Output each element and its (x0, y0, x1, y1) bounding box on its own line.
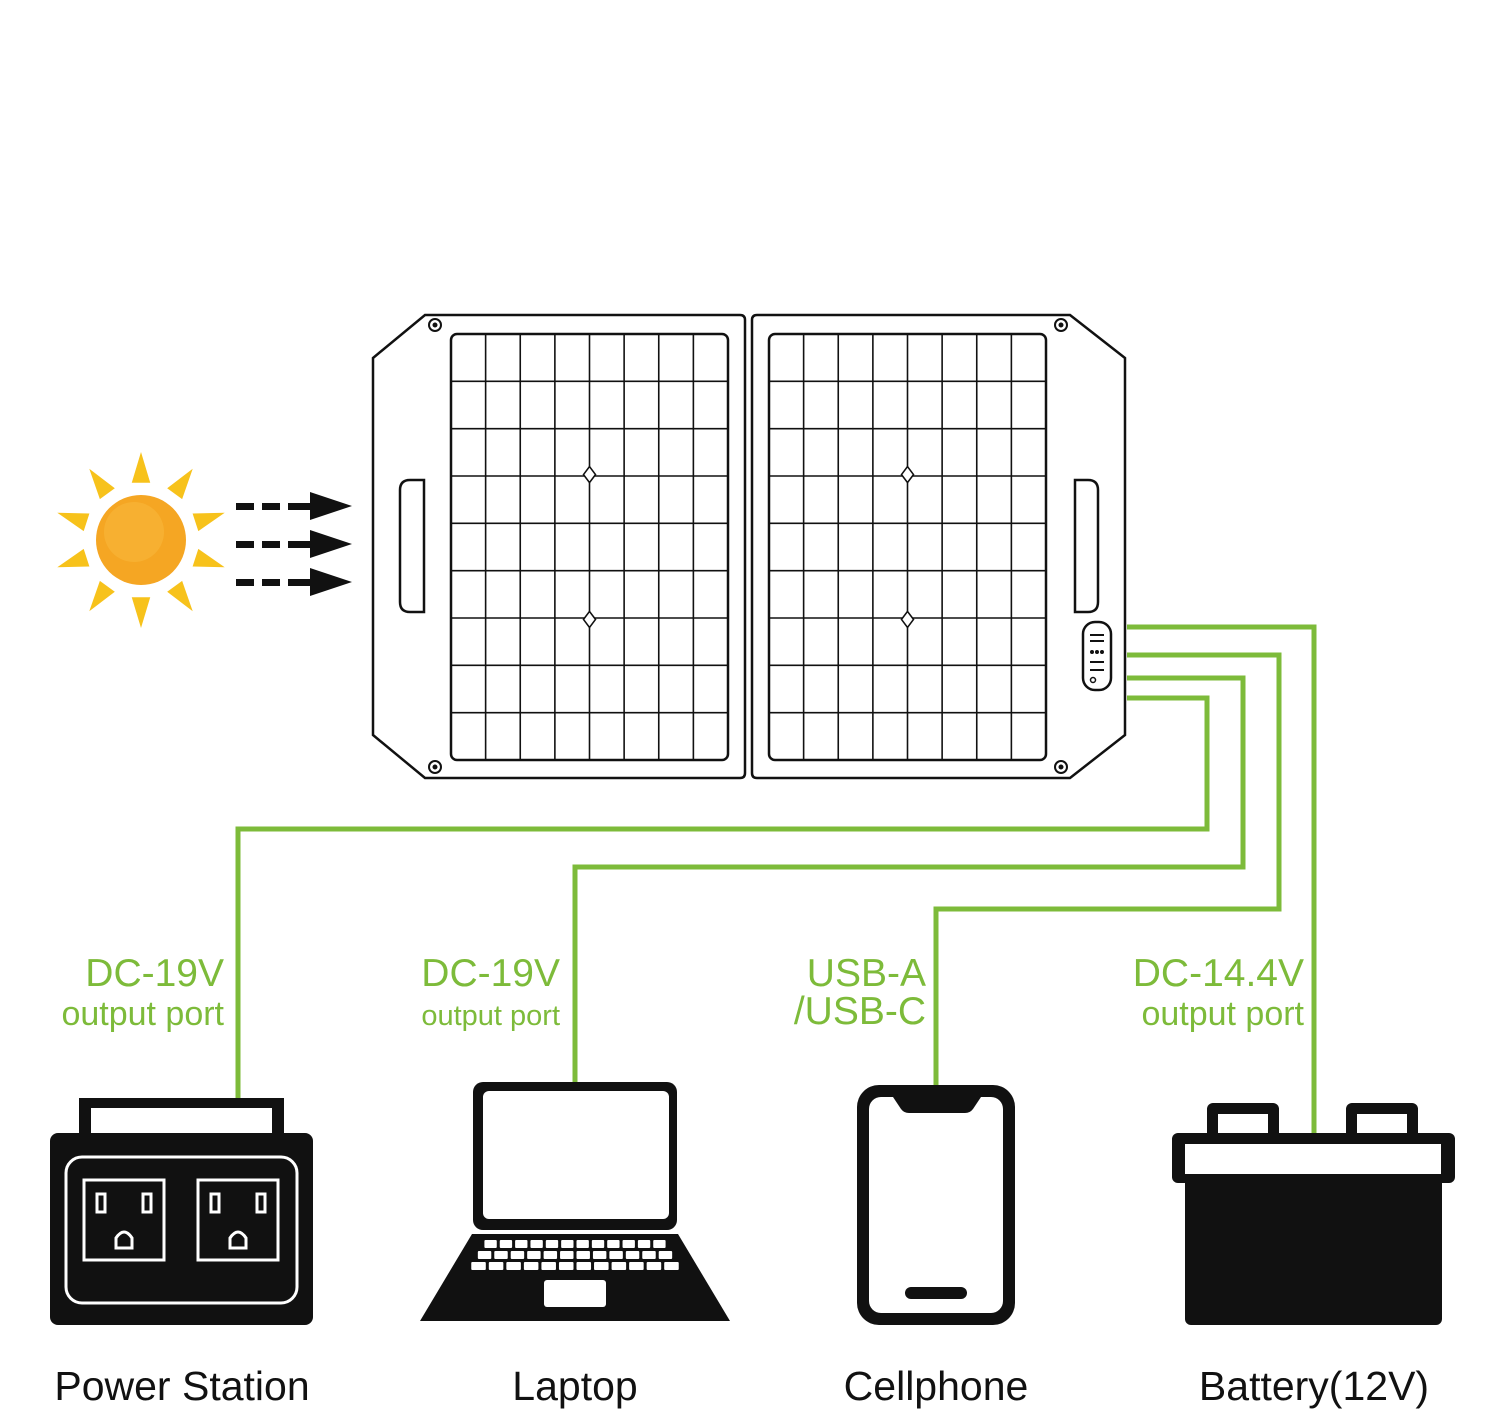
laptop-icon (420, 1082, 730, 1321)
port-label-line2: output port (421, 1000, 560, 1032)
power-station-icon (50, 1098, 313, 1325)
device-name-battery: Battery(12V) (1199, 1363, 1429, 1409)
cellphone-icon (857, 1085, 1015, 1325)
port-label-line2: /USB-C (794, 990, 926, 1033)
device-name-power-station: Power Station (54, 1363, 309, 1409)
port-label-battery: DC-14.4V output port (1133, 952, 1305, 1033)
port-label-line2: output port (1141, 995, 1304, 1033)
solar-panel-icon (371, 313, 1127, 780)
port-label-line2: output port (61, 995, 224, 1033)
light-arrows-icon (236, 492, 352, 596)
port-label-power-station: DC-19V output port (61, 952, 224, 1033)
wire-laptop (572, 675, 1246, 1085)
device-name-cellphone: Cellphone (844, 1363, 1029, 1409)
port-label-line1: DC-19V (421, 952, 560, 995)
port-label-line1: DC-19V (85, 952, 224, 995)
wire-battery (1127, 624, 1317, 1133)
device-name-laptop: Laptop (512, 1363, 637, 1409)
port-label-laptop: DC-19V output port (421, 952, 560, 1032)
port-label-cellphone: USB-A /USB-C (794, 952, 926, 1033)
output-wires (235, 624, 1317, 1133)
port-label-line1: DC-14.4V (1133, 952, 1304, 995)
car-battery-icon (1172, 1103, 1455, 1325)
port-label-line1: USB-A (807, 952, 926, 995)
wire-power-station (235, 695, 1210, 1100)
sun-icon (57, 452, 225, 628)
wire-cellphone (933, 652, 1282, 1088)
